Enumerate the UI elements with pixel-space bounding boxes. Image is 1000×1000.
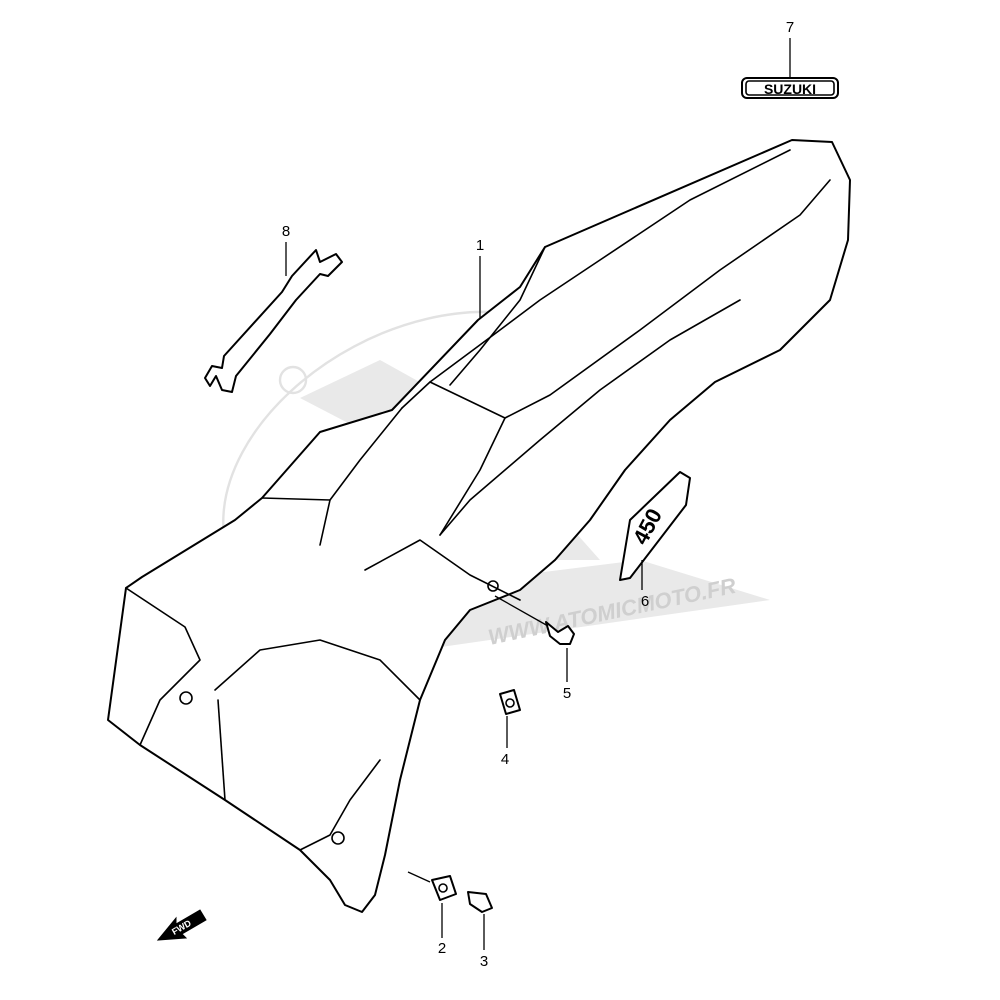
- fwd-arrow: FWD: [156, 909, 207, 941]
- bolt-part-5: [545, 621, 575, 645]
- callout-7: 7: [786, 19, 794, 36]
- leader-5-axis: [494, 595, 549, 627]
- badge-part: 450: [619, 471, 691, 581]
- strap: [204, 249, 343, 393]
- emblem-text: SUZUKI: [764, 81, 816, 97]
- nut-part-4: [499, 689, 521, 715]
- callout-2: 2: [438, 940, 446, 957]
- rear-fender: [107, 139, 851, 913]
- callout-3: 3: [480, 953, 488, 970]
- bolt-part-3: [467, 891, 493, 913]
- emblem-part: SUZUKI: [741, 77, 839, 99]
- callout-6: 6: [641, 593, 649, 610]
- leader-2-axis: [407, 871, 431, 883]
- leader-lines: [285, 38, 791, 950]
- nut-part-2: [431, 875, 457, 901]
- callout-4: 4: [501, 751, 509, 768]
- callout-8: 8: [282, 223, 290, 240]
- callout-1: 1: [476, 237, 484, 254]
- callout-5: 5: [563, 685, 571, 702]
